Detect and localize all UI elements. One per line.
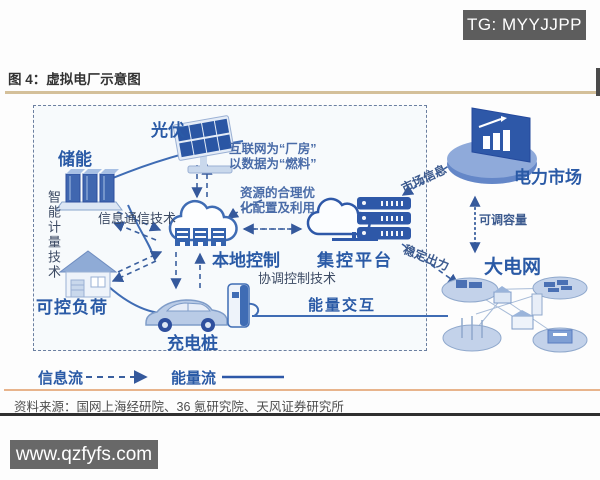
label-ict: 信息通信技术 [98,211,177,226]
house-icon [58,250,118,298]
label-pv: 光伏 [151,121,185,140]
battery-storage-icon [55,169,123,211]
server-stack-icon [357,197,411,240]
watermark-badge-bottom: www.qzfyfs.com [10,440,158,469]
annotation-internet: 互联网为“厂房”以数据为“燃料” [229,142,317,172]
legend-energy-flow-label: 能量流 [171,370,217,387]
label-power-market: 电力市场 [514,168,582,187]
title-underline [5,91,597,94]
annotation-internet-line2: 以数据为“燃料” [229,157,317,171]
figure-title: 图 4：虚拟电厂示意图 [8,72,141,87]
legend-divider [4,389,600,391]
annotation-resource: 资源的合理优化配置及利用 [240,186,315,216]
label-charging-pile: 充电桩 [167,334,218,353]
annotation-internet-line1: 互联网为“厂房” [229,142,317,156]
label-adjustable-capacity: 可调容量 [479,213,528,227]
source-note: 资料来源：国网上海经研院、36 氪研究院、天风证券研究所 [14,400,344,414]
label-local-control: 本地控制 [212,251,280,270]
label-big-grid: 大电网 [484,257,542,278]
label-controllable-load: 可控负荷 [36,298,108,317]
grid-network-icon [441,276,588,353]
factory-buildings-icon [175,228,226,246]
annotation-resource-line2: 化配置及利用 [240,201,316,215]
page-edge-bar [596,68,600,96]
label-energy-exchange: 能量交互 [308,297,377,314]
label-smart-metering: 智能计量技术 [46,190,61,280]
annotation-resource-line1: 资源的合理优 [240,186,316,200]
solar-panel-icon [172,115,235,174]
label-storage: 储能 [58,150,92,169]
watermark-badge-top: TG: MYYJJPP [463,10,586,40]
legend-info-flow-label: 信息流 [38,370,84,387]
market-disk-icon [447,107,537,184]
label-coordination-tech: 协调控制技术 [258,271,337,286]
car-icon [145,299,228,332]
charging-pile-icon [227,283,250,328]
footer-divider [0,413,600,416]
label-control-platform: 集控平台 [317,251,393,270]
info-flow-arrows [111,161,460,290]
cloud-local-icon [168,199,238,246]
